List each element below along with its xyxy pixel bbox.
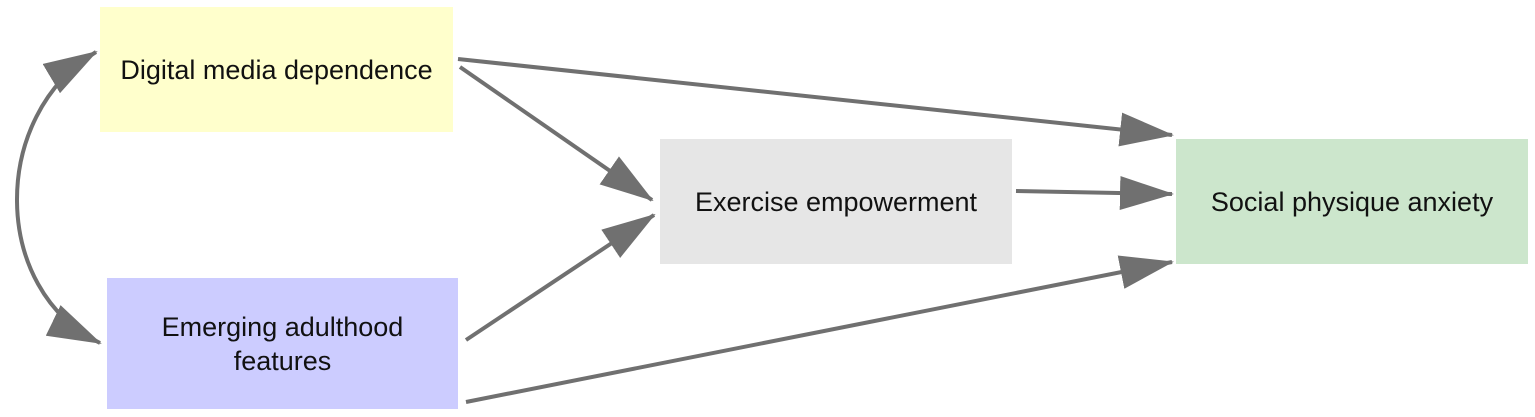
node-emerging-adulthood-label-line2: features <box>233 345 332 376</box>
arrow-exercise-to-social <box>1015 176 1174 210</box>
node-digital-media-dependence-label: Digital media dependence <box>120 54 433 85</box>
curved-double-arrow <box>15 50 102 345</box>
node-social-physique-anxiety-label: Social physique anxiety <box>1210 186 1494 217</box>
arrow-digital-to-exercise <box>458 65 654 202</box>
node-social-physique-anxiety: Social physique anxiety <box>1176 139 1528 264</box>
arrow-emerging-to-social <box>465 255 1174 404</box>
node-emerging-adulthood-label-line1: Emerging adulthood <box>161 311 404 342</box>
node-exercise-empowerment-label: Exercise empowerment <box>694 186 978 217</box>
node-emerging-adulthood-features: Emerging adulthood features <box>107 278 458 409</box>
node-digital-media-dependence: Digital media dependence <box>100 7 453 132</box>
arrow-emerging-to-exercise <box>464 213 656 342</box>
arrow-digital-to-social <box>457 57 1174 147</box>
node-exercise-empowerment: Exercise empowerment <box>660 139 1012 264</box>
